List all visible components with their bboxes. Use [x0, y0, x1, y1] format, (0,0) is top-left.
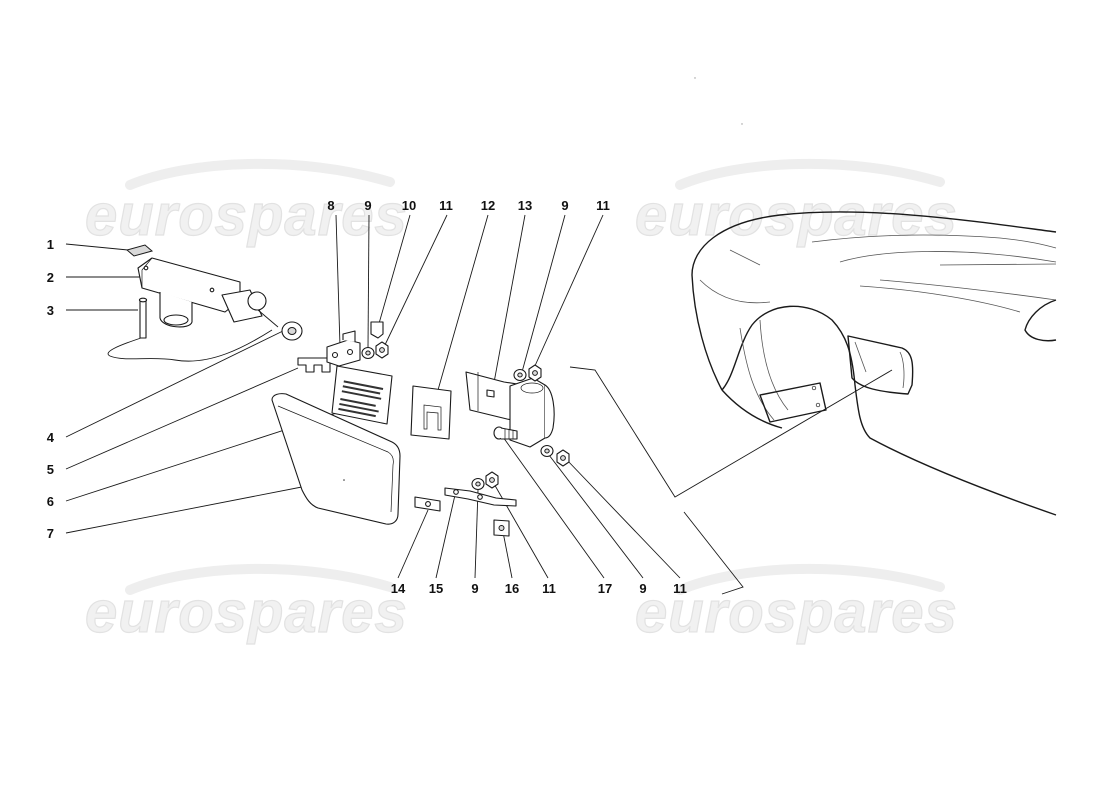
part-1-connector-plug: [125, 244, 154, 257]
car-body-rear-quarter: [691, 77, 1057, 516]
leader-lines: [65, 214, 893, 595]
part-9-washer-top: [361, 346, 375, 360]
callout-6: 6: [47, 494, 54, 509]
callout-16: 16: [505, 581, 519, 596]
watermark-bottom-right: eurospares: [635, 580, 958, 645]
part-9-washer-hinge-top: [513, 368, 527, 382]
callout-1: 1: [47, 237, 54, 252]
part-11-nut-hinge-right: [556, 449, 570, 467]
callout-9-top: 9: [364, 198, 371, 213]
callout-11-top: 11: [439, 198, 453, 213]
callout-9-bottom-right: 9: [639, 581, 646, 596]
part-10-stud: [370, 321, 384, 339]
callout-10: 10: [402, 198, 416, 213]
callout-9-bottom: 9: [471, 581, 478, 596]
callout-labels: 1 2 3 4 5 6 7 8 9 10 11 12 13 9 11 14 15…: [47, 198, 687, 596]
callout-13: 13: [518, 198, 532, 213]
watermark-bottom-left: eurospares: [85, 580, 408, 645]
part-11-nut-hinge-top: [528, 364, 542, 382]
part-12-shim: [410, 385, 452, 440]
callout-8: 8: [327, 198, 334, 213]
part-3-pin-cable: [107, 297, 273, 362]
watermarks: eurospares eurospares eurospares eurospa…: [84, 158, 958, 646]
callout-11-top-right: 11: [596, 198, 610, 213]
callout-15: 15: [429, 581, 443, 596]
callout-9-top-right: 9: [561, 198, 568, 213]
part-11-nut-top: [375, 341, 389, 359]
callout-3: 3: [47, 303, 54, 318]
part-13-hinge: [465, 371, 555, 448]
part-5-clip: [297, 357, 331, 373]
part-9-washer-bottom: [471, 477, 485, 491]
part-15-link-plate: [444, 487, 517, 507]
part-6-label-plate: [331, 365, 393, 425]
part-7-fuel-flap: [271, 393, 401, 525]
part-8-bracket: [326, 330, 361, 367]
part-17-screw: [493, 426, 518, 440]
part-9-washer-hinge-right: [540, 444, 554, 458]
part-16-clip-nut: [493, 519, 510, 537]
callout-11-bottom-right: 11: [673, 581, 687, 596]
part-4-grommet: [281, 321, 303, 341]
callout-17: 17: [598, 581, 612, 596]
callout-4: 4: [47, 430, 55, 445]
part-14-pad: [414, 496, 441, 512]
callout-14: 14: [391, 581, 406, 596]
part-11-nut-bottom: [485, 471, 499, 489]
watermark-top-right: eurospares: [635, 183, 958, 248]
callout-7: 7: [47, 526, 54, 541]
watermark-top-left: eurospares: [85, 183, 408, 248]
callout-12: 12: [481, 198, 495, 213]
callout-11-bottom: 11: [542, 581, 556, 596]
callout-5: 5: [47, 462, 54, 477]
callout-2: 2: [47, 270, 54, 285]
part-2-actuator: [137, 257, 279, 328]
